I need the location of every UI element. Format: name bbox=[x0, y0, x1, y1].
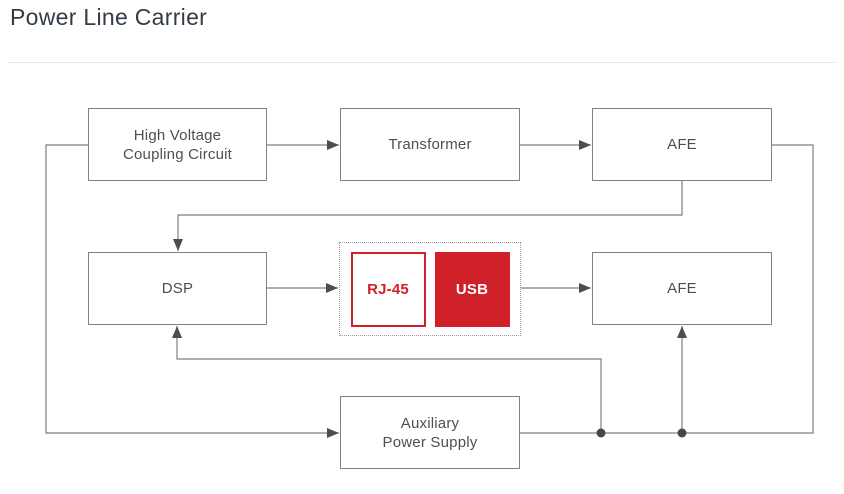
wire-afe-top-to-dsp bbox=[173, 180, 683, 251]
io-group-rj45-usb: RJ-45 USB bbox=[339, 242, 521, 336]
block-high-voltage-coupling-circuit: High Voltage Coupling Circuit bbox=[88, 108, 267, 181]
title-divider bbox=[8, 62, 836, 63]
block-dsp: DSP bbox=[88, 252, 267, 325]
block-usb: USB bbox=[434, 251, 510, 327]
block-label-line: AFE bbox=[667, 136, 697, 153]
wire-aux-to-dsp bbox=[172, 326, 602, 433]
block-auxiliary-power-supply: Auxiliary Power Supply bbox=[340, 396, 520, 469]
junction-dot bbox=[596, 428, 606, 438]
block-afe-middle: AFE bbox=[592, 252, 772, 325]
wire-line-to-aux-supply bbox=[45, 144, 339, 438]
block-transformer: Transformer bbox=[340, 108, 520, 181]
block-label-line: High Voltage bbox=[133, 126, 222, 144]
block-label-line: Power Supply bbox=[382, 433, 478, 451]
block-label-line: Coupling Circuit bbox=[122, 145, 233, 163]
block-label-line: AFE bbox=[667, 280, 697, 297]
block-label-line: USB bbox=[455, 280, 489, 298]
block-label-line: Transformer bbox=[388, 136, 472, 153]
wire-aux-rail-to-afe-top bbox=[519, 144, 814, 434]
page-title: Power Line Carrier bbox=[10, 4, 208, 30]
block-rj45: RJ-45 bbox=[350, 251, 426, 327]
block-label-line: DSP bbox=[161, 280, 194, 297]
block-afe-top: AFE bbox=[592, 108, 772, 181]
block-label-line: Auxiliary bbox=[400, 414, 460, 432]
junction-dot bbox=[677, 428, 687, 438]
block-label-line: RJ-45 bbox=[367, 280, 409, 298]
